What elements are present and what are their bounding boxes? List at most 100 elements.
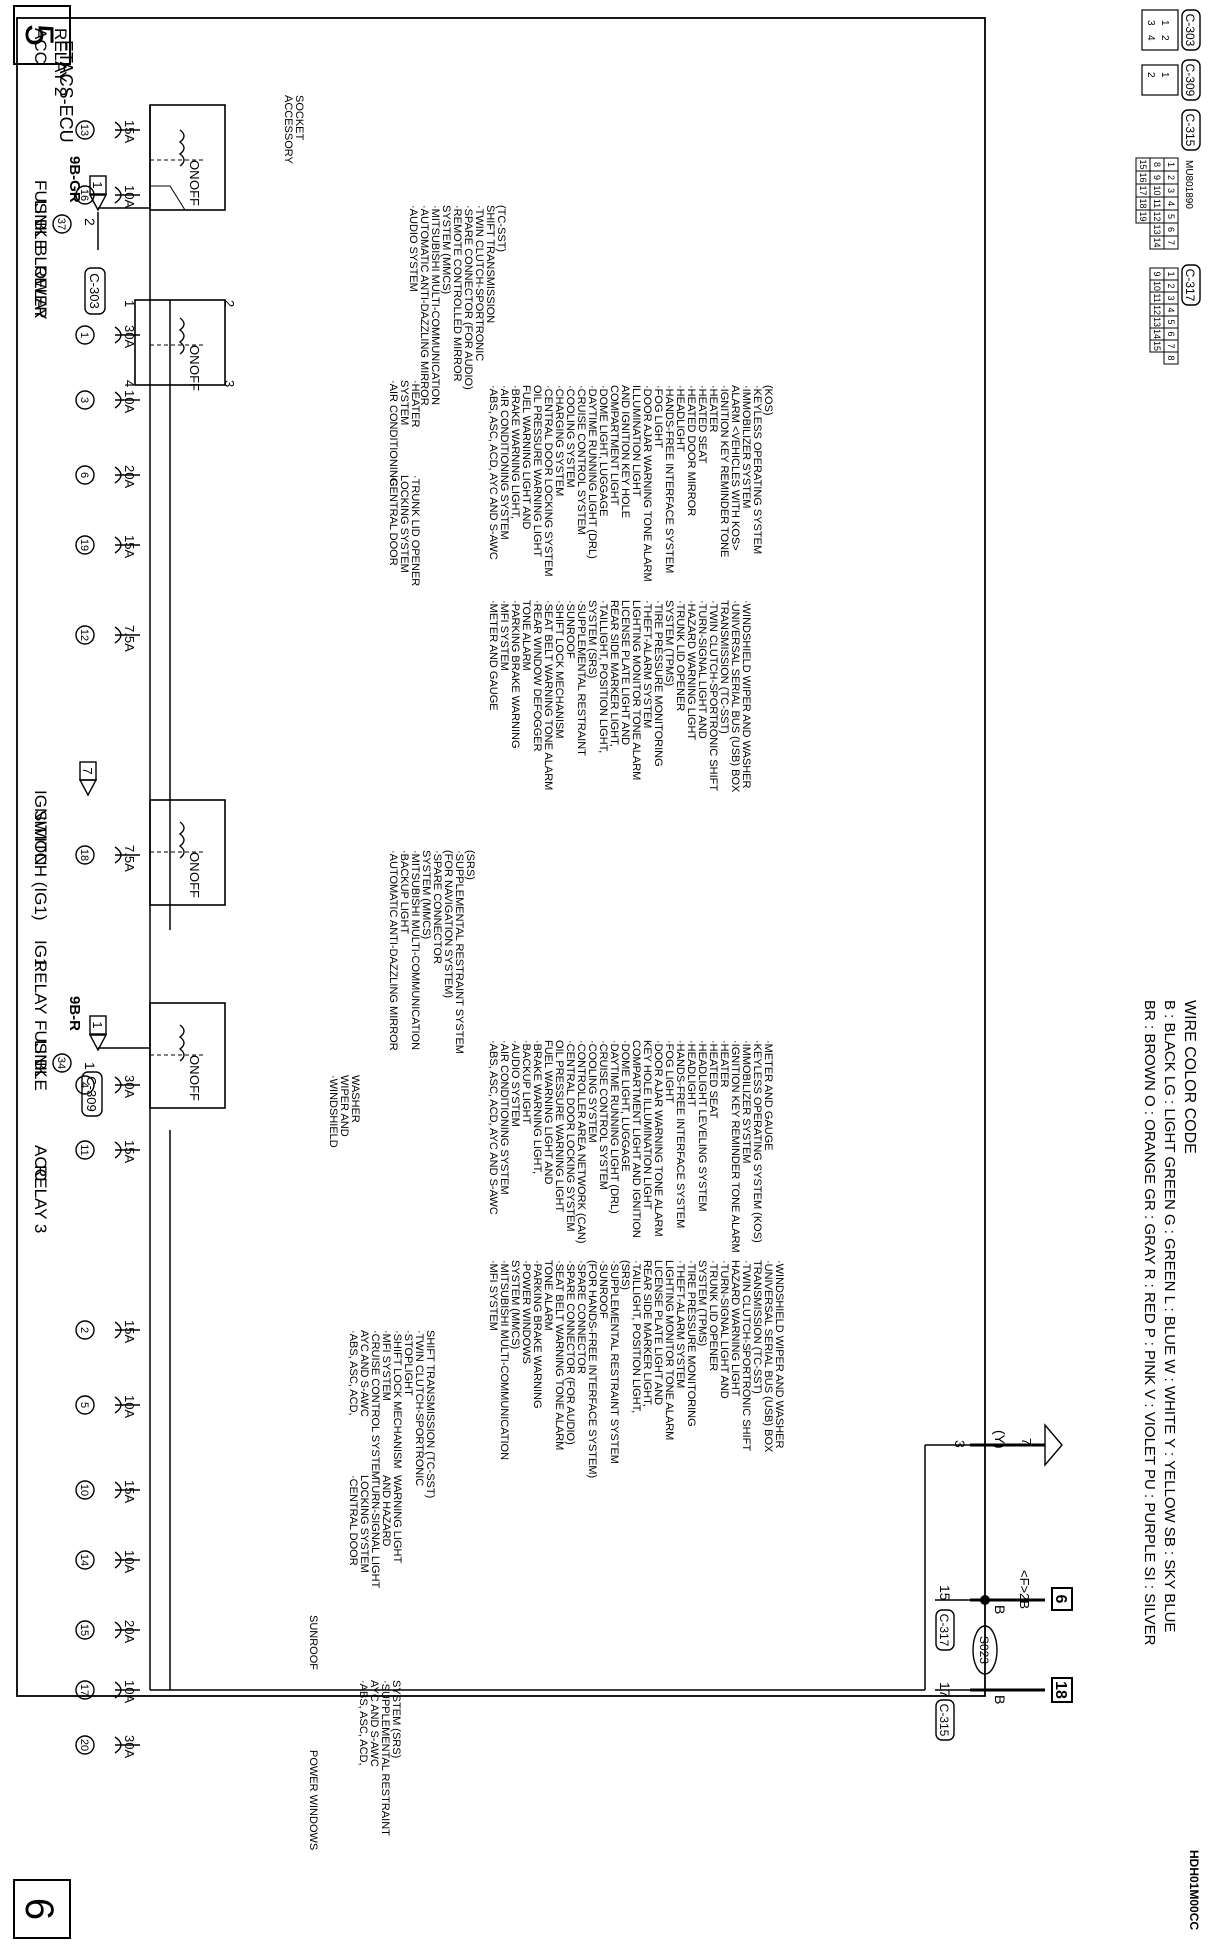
connector-c317-pin-cell: 8 (1163, 351, 1179, 365)
system-list-fuse6-systems: ·CENTRAL DOOR LOCKING SYSTEM·TRUNK LID O… (387, 475, 421, 586)
blower-relay-pin-3: 3 (222, 380, 237, 387)
fusible-link-34-arrow-icon (88, 1034, 108, 1052)
system-list-line: AND IGNITION KEY HOLE (619, 385, 631, 518)
blower-relay-pin-2: 2 (222, 300, 237, 307)
system-list-line: ·TRUNK LID OPENER (674, 600, 686, 711)
system-list-line: ·DOME LIGHT, LUGGAGE (619, 1040, 631, 1171)
system-list-line: ·SPARE CONNECTOR (431, 850, 443, 964)
connector-c303-name: C-303 (1183, 14, 1197, 47)
system-list-line: ·SUPPLEMENTAL RESTRAINT (575, 600, 587, 756)
connector-c315-pin: 12 (1152, 211, 1162, 221)
connector-c315-pin: 15 (1138, 159, 1148, 169)
system-list-line: (KOS) (762, 385, 774, 416)
connector-c315-pin-cell: 17 (1135, 183, 1151, 198)
system-list-line: ·PARKING BRAKE WARNING (531, 1260, 543, 1409)
system-list-line: FUEL WARNING LIGHT AND (542, 1040, 554, 1185)
ignition-switch-arrow-icon (78, 779, 98, 797)
system-list-line: ·DAYTIME RUNNING LIGHT (DRL) (586, 385, 598, 559)
connector-c315-pin: 10 (1152, 185, 1162, 195)
system-list-line: ·SPARE CONNECTOR (FOR AUDIO) (462, 205, 474, 390)
acc-relay-2-off: OFF (187, 180, 202, 206)
connector-c317-pin-cell: 10 (1149, 279, 1165, 293)
system-list-line: ·HEATER (707, 385, 719, 433)
connector-c315-pin: 18 (1138, 198, 1148, 208)
system-list-line: ·HEADLIGHT (685, 1040, 697, 1107)
connector-c317-pin: 4 (1166, 307, 1176, 312)
ground-6-label: 6 (1052, 1595, 1069, 1604)
connector-c317-pin: 10 (1152, 281, 1162, 291)
system-list-blower-systems: ·AIR CONDITIONING SYSTEM·HEATER (387, 380, 421, 486)
system-list-line: ·TWIN CLUTCH-SPORTRONIC SHIFT (740, 1260, 752, 1451)
system-list-line: LIGHTING MONITOR TONE ALARM (663, 1260, 675, 1440)
page-number-right-text: 6 (17, 1898, 61, 1920)
system-list-line: ·TRUNK LID OPENER (409, 475, 421, 586)
system-list-line: ·IMMOBILIZER SYSTEM (740, 385, 752, 508)
system-list-line: ·MFI SYSTEM (380, 1330, 392, 1401)
etacs-ecu-outline (16, 17, 986, 1697)
blower-relay-label-2: RELAY (31, 265, 50, 320)
system-list-line: POWER WINDOWS (307, 1750, 319, 1850)
fuse-number: 10 (78, 1484, 90, 1496)
fusible-link-34-label-1: FUSIBLE (31, 1020, 50, 1091)
output-connector-c315: C-315 (937, 1704, 951, 1737)
system-list-line: ·CRUISE CONTROL SYSTEM (597, 1040, 609, 1190)
system-list-line: ·FOG LIGHT (652, 385, 664, 448)
connector-c317-pin: 15 (1152, 341, 1162, 351)
output-wire-b2: B (992, 1695, 1008, 1704)
acc-relay-3-on: ON (187, 1055, 202, 1075)
system-list-line: LICENSE PLATE LIGHT AND (619, 600, 631, 745)
output-pin-17: 17 (937, 1682, 953, 1698)
system-list-line: ·MFI SYSTEM (487, 1260, 499, 1331)
fusible-link-37-circle (52, 214, 72, 234)
system-list-line: ·DOOR AJAR WARNING TONE ALARM (652, 1040, 664, 1237)
system-list-line: ·CENTRAL DOOR (347, 1475, 359, 1566)
connector-c315-pin-cell: 4 (1163, 196, 1179, 211)
fuse-amp: 30A (122, 1075, 137, 1098)
connector-c315-pin: 2 (1166, 175, 1176, 180)
connector-c315-pin-cell: 5 (1163, 209, 1179, 224)
system-list-line: SOCKET (293, 95, 305, 141)
acc-relay-2: ACC RELAY 2 ON OFF (31, 28, 226, 211)
connector-c317-pin: 13 (1152, 317, 1162, 327)
connector-c315-pin-cell: 8 (1149, 157, 1165, 172)
system-list-line: SYSTEM (TPMS) (663, 600, 675, 686)
system-list-line: ·KEYLESS OPERATING SYSTEM (KOS) (751, 1040, 763, 1243)
blower-relay: BLOWER RELAY C-303 ON OFF 1 2 3 4 (31, 245, 237, 391)
fuse-amp: 15A (122, 535, 137, 558)
connector-c317-pin: 9 (1152, 271, 1162, 276)
connector-c315-pin-cell: 18 (1135, 196, 1151, 211)
connector-c315-pin-cell: 15 (1135, 157, 1151, 172)
connector-c315-pin: 9 (1152, 175, 1162, 180)
connector-c315-pin: 19 (1138, 211, 1148, 221)
fuse-number: 17 (78, 1684, 90, 1696)
fusible-link-34-tag-text: 1 (90, 1021, 105, 1028)
system-list-line: ·HEADLIGHT (674, 385, 686, 452)
system-list-line: ·TIRE PRESSURE MONITORING (685, 1260, 697, 1427)
fusible-link-34-tag (89, 1015, 107, 1035)
fuse-number: 3 (78, 397, 90, 403)
system-list-fuse16-systems: ·AUDIO SYSTEM·AUTOMATIC ANTI-DAZZLING MI… (407, 205, 507, 406)
ig1-relay-on: ON (187, 852, 202, 872)
acc-relay-3: ON OFF ACC RELAY 3 (31, 1002, 226, 1233)
acc-relay-3-label-1: ACC (31, 1145, 50, 1181)
connector-diagrams: C-303 1 2 3 4 C-309 1 2 C-315 MU801890 1… (1135, 9, 1201, 365)
system-list-line: ·HEATED SEAT (707, 1040, 719, 1119)
fusible-link-34-number: 34 (55, 1057, 67, 1069)
system-list-line: ·UNIVERSAL SERIAL BUS (USB) BOX (729, 600, 741, 793)
connector-c315-pin-cell: 14 (1149, 235, 1165, 250)
system-list-line: ·COOLING SYSTEM (586, 1040, 598, 1143)
system-list-line: ·SPARE CONNECTOR (575, 1260, 587, 1374)
fuse-amp: 30A (122, 325, 137, 348)
system-list-line: ·SEAT BELT WARNING TONE ALARM (542, 600, 554, 790)
system-list-sunroof: SUNROOF (307, 1615, 319, 1670)
system-list-line: ALARM <VEHICLES WITH KOS> (729, 385, 741, 551)
system-list-line: TONE ALARM (520, 600, 532, 671)
system-list-line: ·SHIFT LOCK MECHANISM (391, 1330, 403, 1469)
